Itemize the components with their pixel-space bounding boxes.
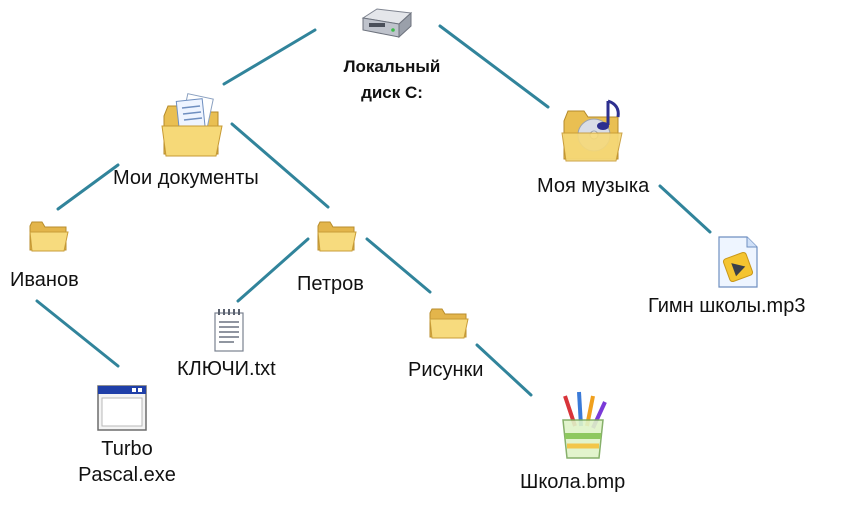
edge-petrov-risunki (365, 237, 432, 294)
folder-icon[interactable] (316, 218, 358, 254)
edge-drive-mymusic (438, 24, 550, 109)
mydocs-label: Мои документы (113, 167, 259, 189)
edge-ivanov-turbo (35, 299, 120, 368)
music-folder-icon[interactable] (560, 95, 630, 167)
edge-drive-mydocs (222, 28, 317, 86)
anthem-label: Гимн школы.mp3 (648, 295, 806, 317)
application-window-icon[interactable] (96, 384, 148, 432)
risunki-label: Рисунки (408, 359, 484, 381)
edge-petrov-keys (236, 237, 310, 303)
petrov-label: Петров (297, 273, 364, 295)
documents-folder-icon[interactable] (160, 92, 230, 162)
drive-label-line2: диск С: (361, 83, 423, 102)
ivanov-label: Иванов (10, 269, 79, 291)
turbo-label-line2: Pascal.exe (78, 464, 176, 486)
edge-mydocs-ivanov (56, 163, 120, 211)
edge-mydocs-petrov (230, 122, 330, 209)
shkola-label: Школа.bmp (520, 471, 626, 493)
hard-drive-icon[interactable] (359, 6, 413, 42)
edge-mymusic-anthem (658, 184, 712, 234)
mymusic-label: Моя музыка (537, 175, 650, 197)
paint-brushes-icon[interactable] (553, 390, 613, 462)
keys-label: КЛЮЧИ.txt (177, 358, 276, 380)
folder-icon[interactable] (428, 305, 470, 341)
audio-file-icon[interactable] (715, 235, 761, 289)
edge-risunki-shkola (475, 343, 533, 397)
text-file-icon[interactable] (212, 307, 246, 353)
folder-icon[interactable] (28, 218, 70, 254)
drive-label-line1: Локальный (343, 57, 441, 76)
turbo-label-line1: Turbo (101, 438, 153, 460)
